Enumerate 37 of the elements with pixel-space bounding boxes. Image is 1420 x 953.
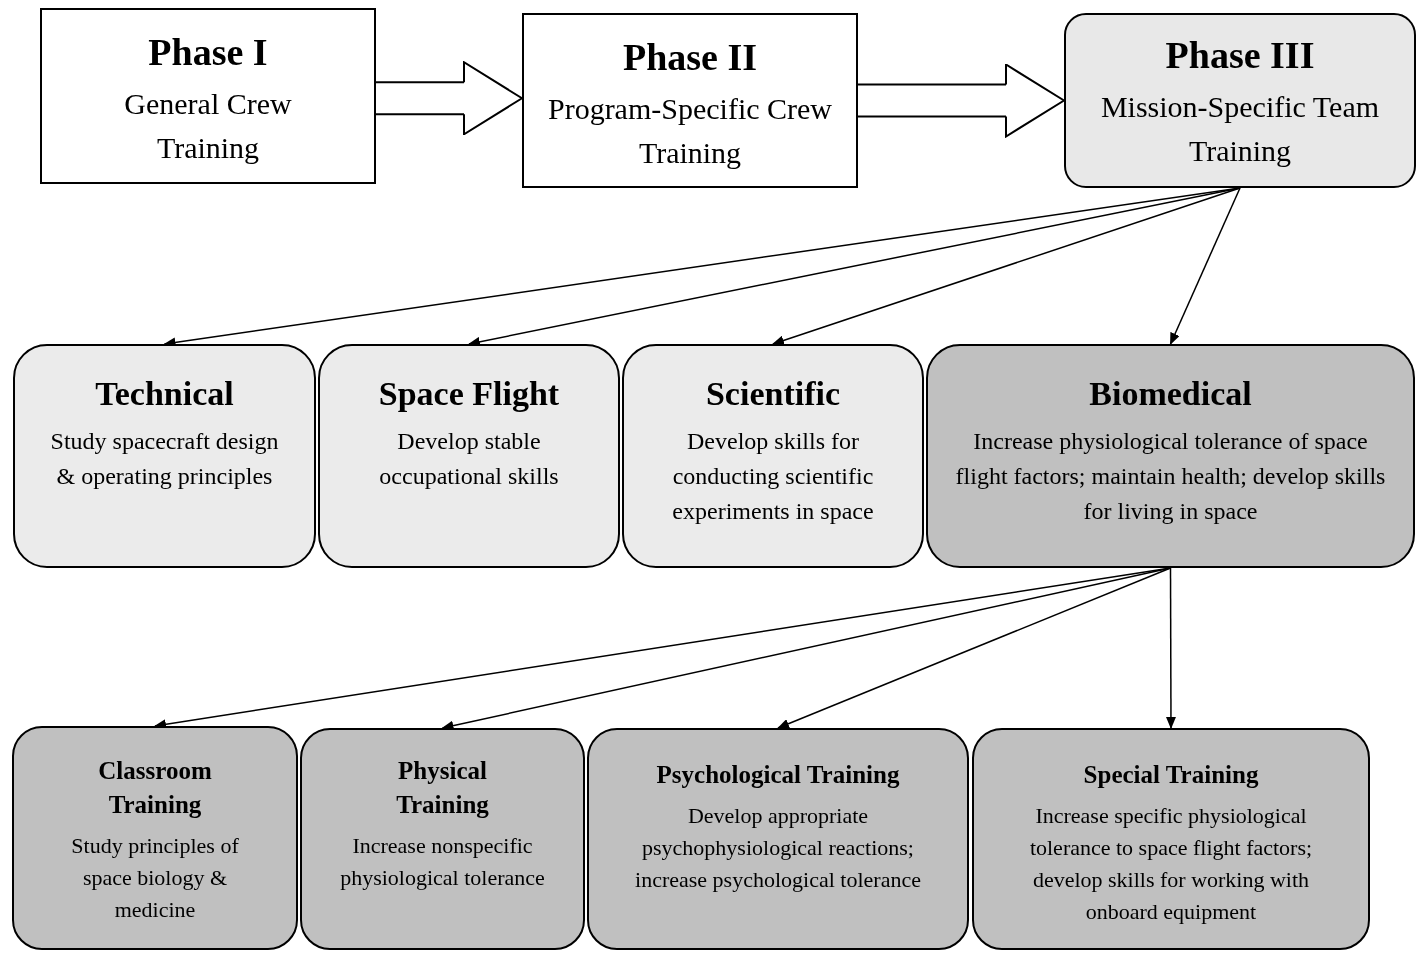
box-description: Develop skills for conducting scientific experiments in space (671, 427, 875, 526)
box-description: Study spacecraft design & operating principles (49, 427, 280, 491)
box-title: Phase II (622, 35, 758, 79)
process-box (972, 728, 1370, 950)
process-box (300, 728, 585, 950)
process-box (522, 13, 858, 188)
box-description: Increase specific physiological tolerance to space flight factors; develop skills for working with onboard equipment (1028, 802, 1314, 926)
box-title: Biomedical (1089, 374, 1252, 414)
box-description: Develop appropriate psychophysiological reactions; increase psychological tolerance (634, 802, 922, 894)
box-title: Phase I (148, 30, 268, 74)
box-description: Study principles of space biology & medicine (70, 832, 240, 924)
process-box (13, 344, 316, 568)
box-title: Technical (95, 374, 234, 414)
box-title: Phase III (1165, 33, 1315, 77)
arrow (1165, 567, 1176, 729)
process-box (1064, 13, 1416, 188)
process-box (12, 726, 298, 950)
arrow (772, 187, 1241, 346)
box-title: Special Training (1083, 760, 1259, 790)
process-box (587, 728, 969, 950)
box-description: Mission-Specific Team Training (1099, 89, 1381, 169)
box-title: Classroom Training (97, 756, 213, 820)
process-box (40, 8, 376, 184)
box-description: Increase nonspecific physiological tolerance (339, 832, 546, 892)
arrow (1169, 187, 1241, 345)
box-description: Program-Specific Crew Training (546, 91, 834, 171)
process-box (318, 344, 620, 568)
box-title: Space Flight (378, 374, 560, 414)
box-description: General Crew Training (123, 86, 293, 166)
arrow (777, 567, 1172, 729)
box-description: Increase physiological tolerance of space flight factors; maintain health; develop skills for living in space (954, 427, 1387, 526)
box-title: Psychological Training (656, 760, 900, 790)
process-box (926, 344, 1415, 568)
process-box (622, 344, 924, 568)
box-title: Physical Training (395, 756, 490, 820)
box-title: Scientific (705, 374, 841, 414)
box-description: Develop stable occupational skills (378, 427, 560, 491)
